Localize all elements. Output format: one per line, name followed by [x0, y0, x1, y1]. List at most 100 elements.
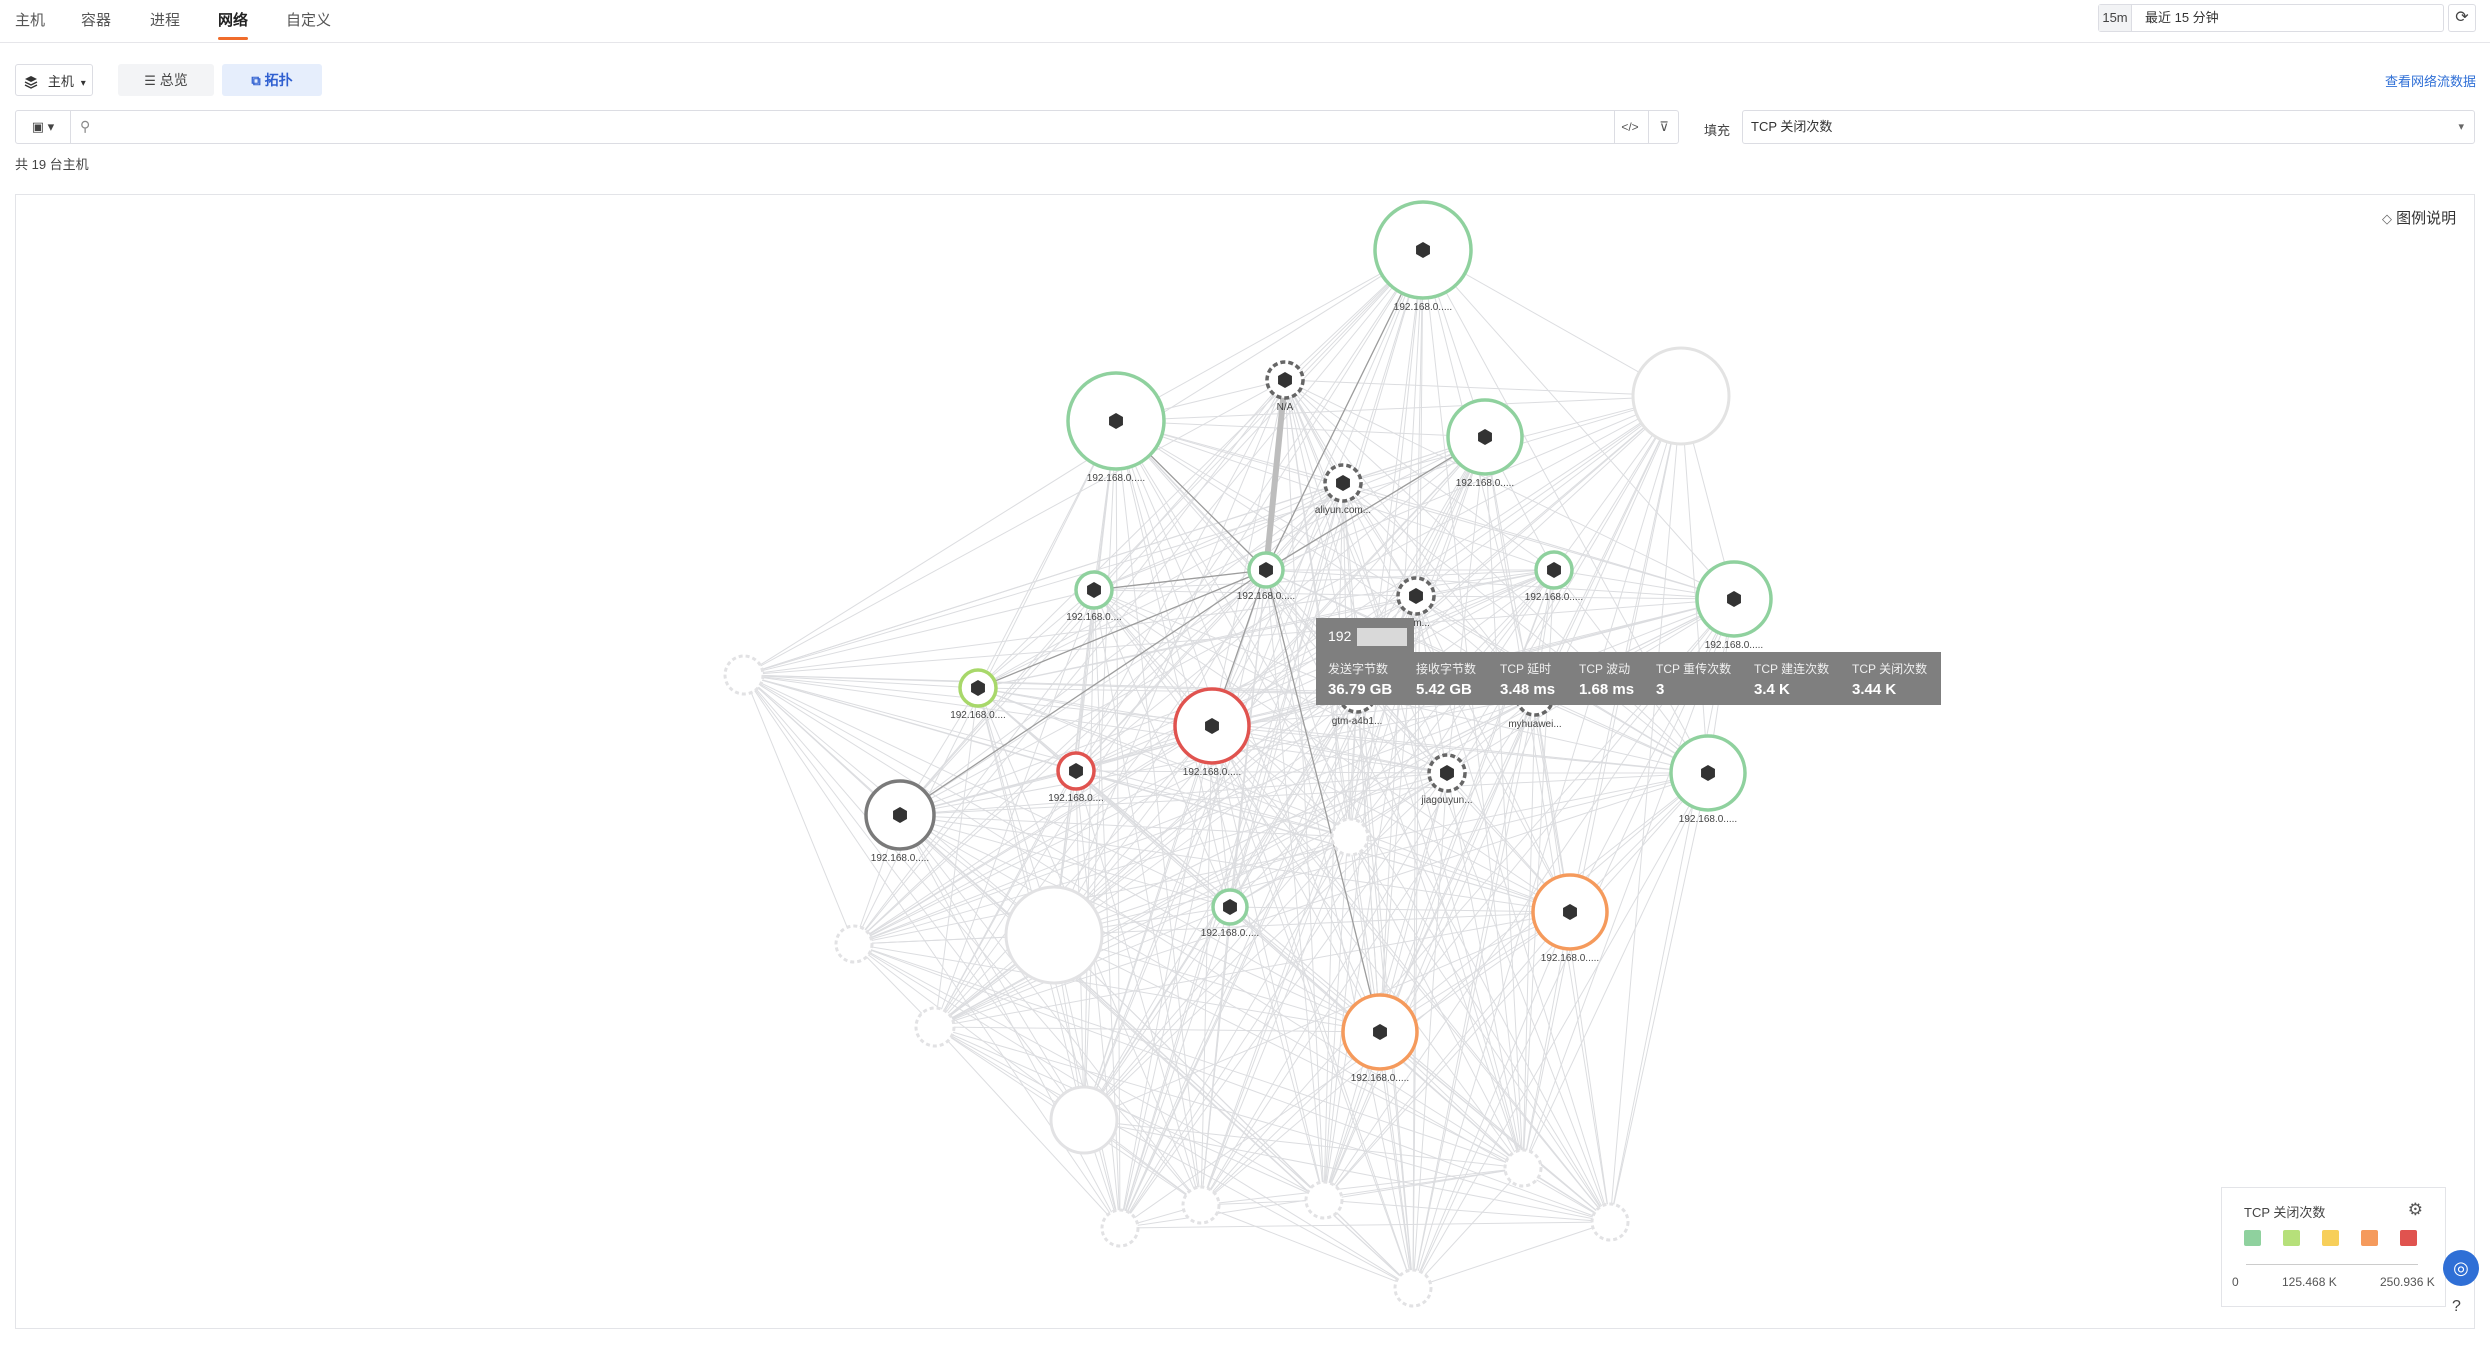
- host-cube-icon: [1109, 413, 1123, 429]
- graph-edge: [1115, 395, 1682, 422]
- graph-edge: [1534, 395, 1682, 698]
- topology-icon: ⧉: [251, 73, 261, 88]
- host-cube-icon: [1409, 588, 1423, 604]
- inactive-node[interactable]: [1503, 1148, 1543, 1188]
- metric-key: TCP 建连次数: [1754, 662, 1830, 676]
- ai-assistant-button[interactable]: ◎: [2443, 1250, 2479, 1286]
- tab-container[interactable]: 容器: [81, 12, 112, 29]
- topology-node[interactable]: 192.168.0.....: [864, 779, 936, 864]
- refresh-icon[interactable]: ⟳: [2448, 4, 2476, 32]
- time-range-picker[interactable]: 15m 最近 15 分钟: [2098, 4, 2444, 32]
- tab-custom[interactable]: 自定义: [286, 12, 332, 29]
- graph-edge: [1323, 772, 1448, 1201]
- graph-edge: [1053, 836, 1351, 936]
- inactive-node[interactable]: [834, 924, 874, 964]
- source-select[interactable]: ▣ ▾: [16, 111, 71, 143]
- topology-canvas[interactable]: [15, 194, 2475, 1329]
- inactive-node[interactable]: [1049, 1085, 1119, 1155]
- inactive-node[interactable]: [1004, 885, 1104, 985]
- graph-edge: [1053, 934, 1524, 1169]
- topology-node[interactable]: 192.168.0.....: [1531, 873, 1609, 964]
- search-input[interactable]: [100, 115, 1604, 141]
- topology-node[interactable]: 192.168.0.....: [1669, 734, 1747, 825]
- graph-edge: [934, 1026, 1121, 1229]
- metric-value: 3: [1656, 681, 1665, 698]
- inactive-node[interactable]: [914, 1006, 956, 1048]
- overview-button[interactable]: ☰ 总览: [118, 64, 214, 96]
- node-circle[interactable]: [1631, 346, 1731, 446]
- graph-edge: [934, 770, 1077, 1028]
- inactive-node[interactable]: [1304, 1180, 1344, 1220]
- host-cube-icon: [1701, 765, 1715, 781]
- topology-node[interactable]: 192.168.0.....: [1237, 551, 1295, 602]
- inactive-node[interactable]: [1330, 817, 1370, 857]
- graph-edge: [1211, 482, 1344, 727]
- host-cube-icon: [1259, 562, 1273, 578]
- host-cube-icon: [1373, 1024, 1387, 1040]
- graph-edge: [1323, 696, 1536, 1201]
- topology-node[interactable]: 192.168.0....: [950, 668, 1006, 721]
- graph-edge: [1115, 420, 1414, 1289]
- inactive-node[interactable]: [1100, 1208, 1140, 1248]
- topology-node[interactable]: 192.168.0.....: [1446, 398, 1524, 489]
- graph-edge: [1200, 1204, 1414, 1289]
- graph-edge: [853, 943, 1524, 1169]
- topology-node[interactable]: 192.168.0.....: [1201, 888, 1259, 939]
- metric-key: TCP 关闭次数: [1852, 662, 1928, 676]
- graph-edge: [934, 1026, 1325, 1201]
- graph-edge: [1093, 569, 1555, 591]
- code-icon[interactable]: </>: [1614, 111, 1645, 143]
- topology-button[interactable]: ⧉ 拓扑: [222, 64, 322, 96]
- time-quick-label[interactable]: 15m: [2099, 5, 2132, 31]
- topology-node[interactable]: 192.168.0.....: [1373, 200, 1473, 313]
- graph-edge: [1083, 725, 1213, 1121]
- graph-edge: [1200, 395, 1682, 1206]
- tab-host[interactable]: 主机: [15, 12, 46, 29]
- graph-edge: [853, 725, 1213, 945]
- fill-metric-select[interactable]: TCP 关闭次数 ▾: [1742, 110, 2475, 144]
- help-icon[interactable]: ?: [2452, 1298, 2461, 1315]
- tab-process[interactable]: 进程: [150, 12, 181, 29]
- graph-edge: [977, 436, 1486, 689]
- filter-clear-icon[interactable]: ⊽: [1648, 111, 1679, 143]
- graph-edge-highlight: [1265, 249, 1424, 571]
- topology-node[interactable]: 192.168.0.....: [1341, 993, 1419, 1084]
- topology-node[interactable]: 192.168.0....: [1048, 751, 1104, 804]
- graph-edge: [977, 687, 1213, 727]
- graph-edge: [1412, 1167, 1524, 1289]
- topology-node[interactable]: N/A: [1265, 360, 1305, 413]
- topology-node[interactable]: 192.168.0.....: [1173, 687, 1251, 778]
- graph-edge: [1211, 725, 1571, 913]
- graph-edge: [1083, 1119, 1524, 1169]
- topology-node[interactable]: 192.168.0.....: [1525, 550, 1583, 603]
- topology-node[interactable]: 192.168.0.....: [1066, 371, 1166, 484]
- inactive-node[interactable]: [1181, 1185, 1221, 1225]
- graph-edge: [1229, 569, 1555, 908]
- topology-node[interactable]: 192.168.0....: [1066, 570, 1122, 623]
- host-type-select[interactable]: 主机 ▾: [15, 64, 93, 96]
- inactive-node[interactable]: [1590, 1202, 1630, 1242]
- inactive-node[interactable]: [1393, 1268, 1433, 1308]
- tab-network[interactable]: 网络: [218, 12, 249, 29]
- graph-edge: [1323, 911, 1571, 1201]
- gear-icon[interactable]: ⚙: [2407, 1200, 2423, 1219]
- graph-edge: [743, 674, 1202, 1206]
- graph-edge: [1119, 725, 1213, 1229]
- graph-edge: [743, 598, 1735, 676]
- host-cube-icon: [1087, 582, 1101, 598]
- graph-edge: [1284, 379, 1682, 397]
- host-cube-icon: [1563, 904, 1577, 920]
- topology-node[interactable]: aliyun.com...: [1315, 463, 1371, 516]
- topology-node[interactable]: jiagouyun...: [1420, 753, 1473, 806]
- view-flow-data-link[interactable]: 查看网络流数据: [2384, 74, 2476, 89]
- inactive-node[interactable]: [723, 654, 765, 696]
- eye-icon: ◇: [2382, 211, 2392, 226]
- topology-node[interactable]: ..om...: [1396, 576, 1436, 629]
- graph-edge-highlight: [1265, 436, 1486, 571]
- topology-node[interactable]: [1631, 346, 1731, 446]
- topology-node[interactable]: 192.168.0.....: [1695, 560, 1773, 651]
- legend-toggle[interactable]: ◇ 图例说明: [2382, 207, 2456, 228]
- node-label: aliyun.com...: [1315, 505, 1371, 516]
